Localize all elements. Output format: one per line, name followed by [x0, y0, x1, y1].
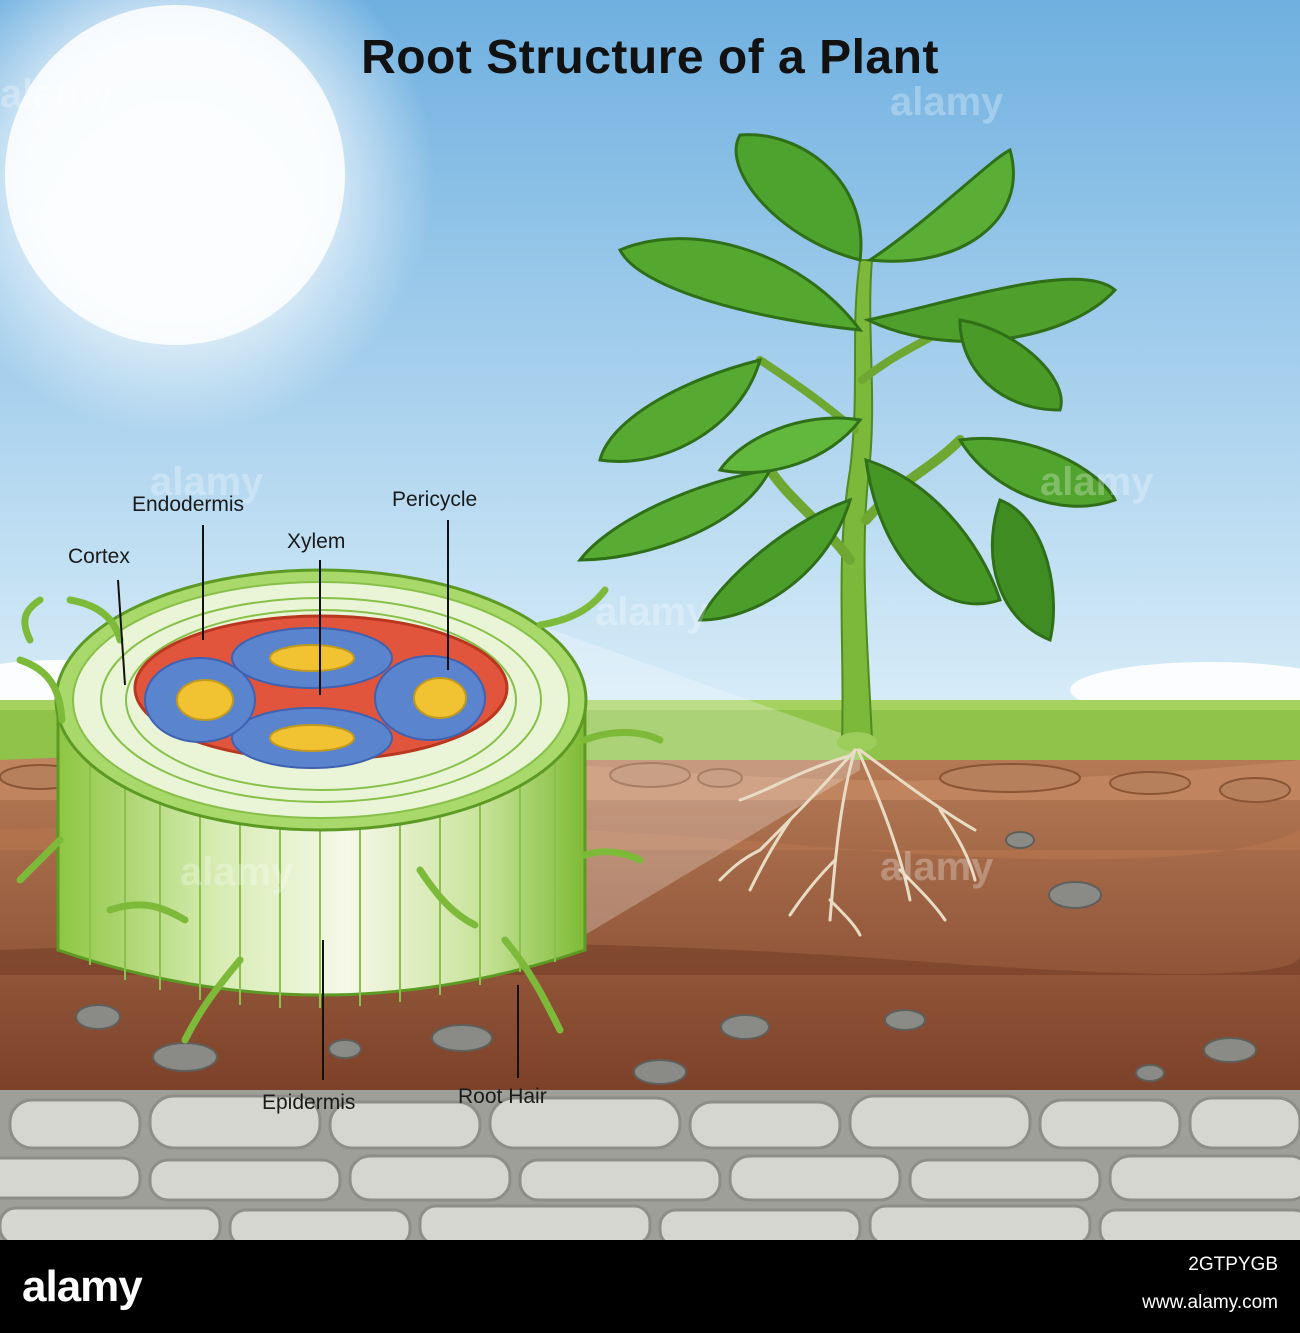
label-epidermis: Epidermis: [262, 1091, 356, 1114]
label-cortex: Cortex: [68, 545, 130, 568]
page-title: Root Structure of a Plant: [361, 31, 939, 84]
label-root-hair: Root Hair: [458, 1085, 547, 1108]
label-pericycle: Pericycle: [392, 488, 478, 511]
alamy-logo: alamy: [22, 1262, 143, 1311]
image-id: 2GTPYGB: [1188, 1254, 1278, 1275]
label-xylem: Xylem: [287, 530, 346, 553]
site-url: www.alamy.com: [1142, 1292, 1278, 1313]
root-cross-section: [16, 568, 664, 1044]
label-endodermis: Endodermis: [132, 493, 245, 516]
scene-illustration: [0, 0, 1300, 1240]
footer-bar: alamy 2GTPYGB www.alamy.com: [0, 1240, 1300, 1333]
